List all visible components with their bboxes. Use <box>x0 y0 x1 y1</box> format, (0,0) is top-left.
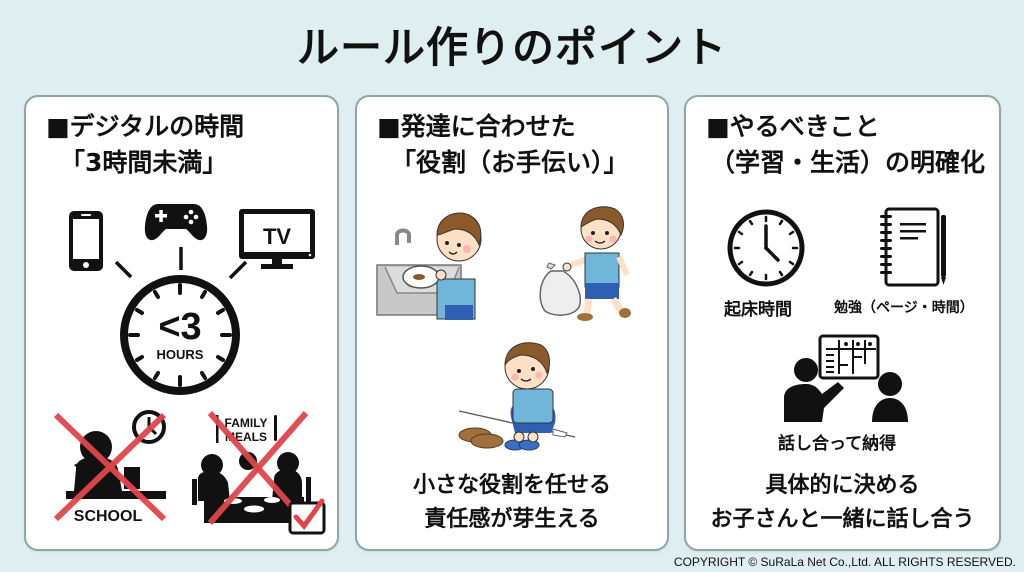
summary-line-1: 小さな役割を任せる <box>412 473 611 498</box>
heading-line-1: ■やるべきこと <box>706 112 880 141</box>
summary-line-1: 具体的に決める <box>765 473 920 498</box>
wake-time-label: 起床時間 <box>724 300 792 320</box>
heading-line-1: ■発達に合わせた <box>377 112 576 141</box>
summary-line-2: お子さんと一緒に話し合う <box>710 507 975 532</box>
game-controller-icon <box>144 204 208 241</box>
family-meals-crossed-icon: FAMILY MEALS <box>192 411 326 535</box>
panel-heading: ■デジタルの時間 「3時間未満」 <box>46 109 244 181</box>
study-label: 勉強（ページ・時間） <box>834 300 974 316</box>
panel-heading: ■発達に合わせた 「役割（お手伝い）」 <box>377 109 629 181</box>
svg-text:<3: <3 <box>158 306 201 348</box>
tv-icon: TV <box>239 209 315 269</box>
svg-text:SCHOOL: SCHOOL <box>74 508 143 525</box>
notebook-icon <box>880 207 946 287</box>
panel-digital-time: ■デジタルの時間 「3時間未満」 TV <box>24 95 339 551</box>
heading-line-2: 「3時間未満」 <box>60 148 228 177</box>
heading-line-2: 「役割（お手伝い）」 <box>391 148 629 177</box>
panel-chores: ■発達に合わせた 「役割（お手伝い）」 <box>355 95 669 551</box>
panel-heading: ■やるべきこと （学習・生活）の明確化 <box>706 109 985 181</box>
panel-summary: 小さな役割を任せる 責任感が芽生える <box>357 469 667 537</box>
heading-line-1: ■デジタルの時間 <box>46 112 245 141</box>
svg-text:TV: TV <box>263 224 291 249</box>
smartphone-icon <box>69 211 103 271</box>
boy-carrying-trash-illustration <box>539 206 631 321</box>
discuss-label: 話し合って納得 <box>778 434 897 454</box>
boy-washing-dishes-illustration <box>376 212 482 320</box>
svg-text:HOURS: HOURS <box>157 347 204 362</box>
panel-summary: 具体的に決める お子さんと一緒に話し合う <box>686 469 999 537</box>
panel-tasks: ■やるべきこと （学習・生活）の明確化 起床時間 勉強（ページ・時間 <box>684 95 1001 551</box>
summary-line-2: 責任感が芽生える <box>424 507 600 532</box>
page-title: ルール作りのポイント <box>296 23 727 72</box>
heading-line-2: （学習・生活）の明確化 <box>710 148 986 177</box>
clock-icon <box>727 209 805 287</box>
boy-tidying-shoes-illustration <box>458 342 576 451</box>
discussion-icon <box>784 334 908 422</box>
svg-text:FAMILY: FAMILY <box>225 416 268 430</box>
studying-crossed-icon: SCHOOL <box>53 410 167 525</box>
copyright-notice: COPYRIGHT © SuRaLa Net Co.,Ltd. ALL RIGH… <box>673 555 1016 569</box>
connector-lines <box>114 247 248 280</box>
clock-icon: <3 HOURS <box>120 275 240 395</box>
checkbox-icon <box>288 498 326 535</box>
